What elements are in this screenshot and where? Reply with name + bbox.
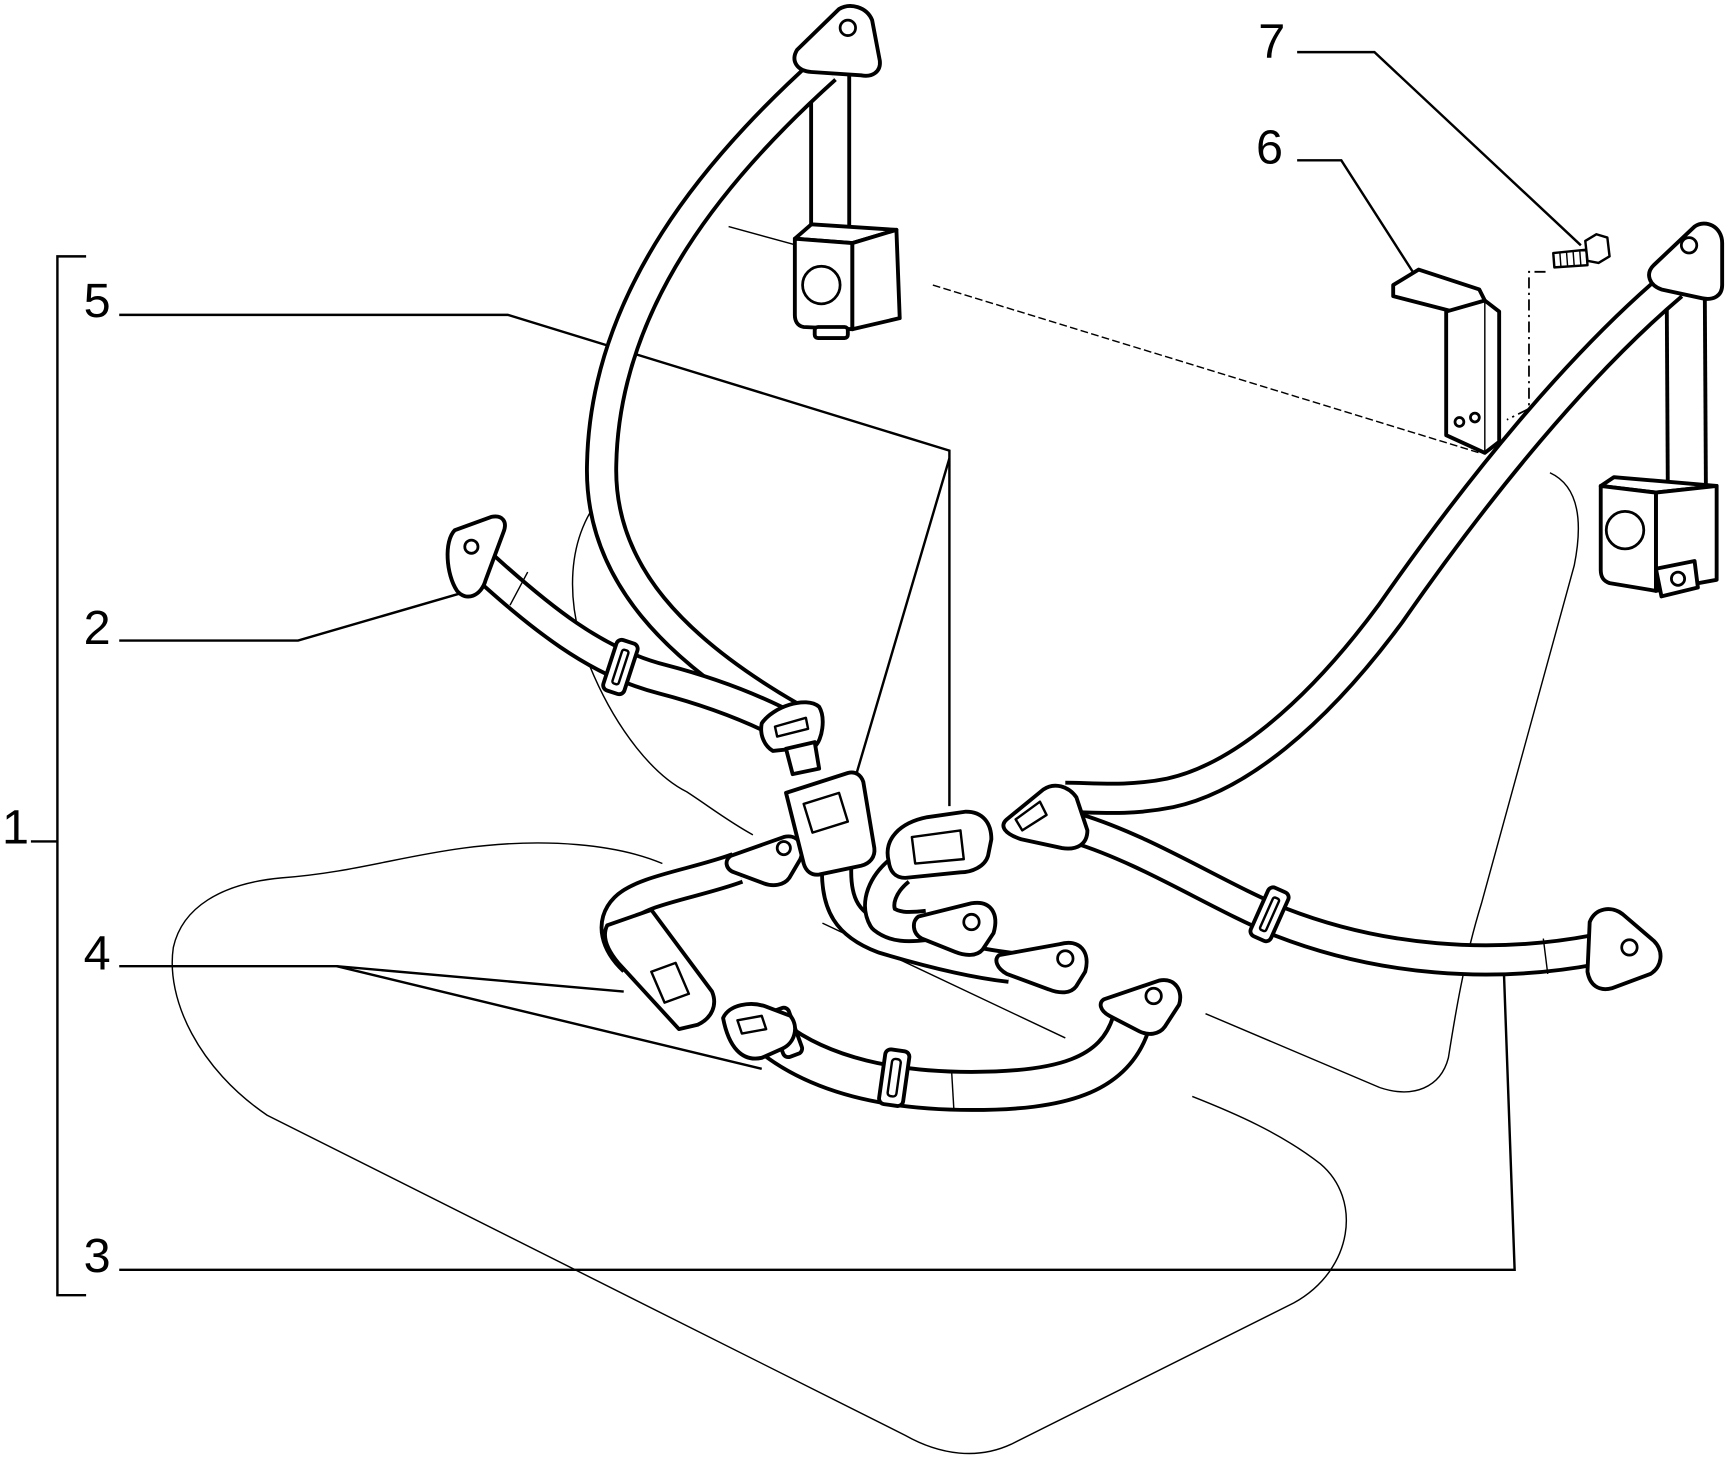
rear-center-lap-belt [721,978,1183,1112]
leader-line-7 [1297,50,1582,247]
left-lower-anchor-hole [463,538,480,555]
center-left-buckle-window [802,791,850,834]
leader-line-2 [119,589,470,642]
right-top-anchor-hole [1679,236,1699,255]
bolt [1506,233,1611,421]
left-shoulder-belt-fill [588,59,835,727]
bolt-thread [1559,250,1582,268]
rear-left-buckle-belt [599,834,804,1032]
rear-right-anchor-hole [1144,986,1163,1006]
rear-left-buckle-window [650,961,691,1004]
bolt-assembly-axis [1506,270,1546,421]
center-anchor-plate-b [994,940,1089,995]
center-left-buckle-strap-fill [823,862,1012,980]
right-lap-belt-fold [1542,938,1549,975]
leader-line-5 [119,313,951,807]
callout-4: 4 [84,927,111,981]
left-retractor [792,222,902,340]
assembly-bracket-1 [56,255,87,1297]
bolt-head [1584,233,1611,265]
leader-lines [30,50,1582,1297]
rear-center-lap-belt-loop-slot [886,1057,902,1098]
right-top-anchor-plate [1647,221,1725,301]
callout-7: 7 [1258,15,1285,69]
leader-line-4-lower [336,965,763,1071]
leader-line-5-branch [855,458,951,774]
seat-cushion-outline [171,842,1348,1455]
left-shoulder-belt-outline [585,56,837,730]
left-retractor-spool [801,264,842,306]
right-tongue-plate [1001,783,1090,851]
left-top-anchor-plate [792,4,882,78]
right-lap-belt-fill [1072,816,1598,973]
right-lower-anchor-hole [1620,938,1639,957]
right-tongue-slot [1014,800,1048,832]
rear-center-lap-strap-fill [762,1015,1148,1109]
leader-line-3 [119,962,1516,1271]
left-retractor-base [812,325,850,340]
bolt-shank [1552,248,1589,269]
backrest-bottom-edge [1205,1013,1381,1089]
callout-3: 3 [84,1229,111,1283]
callout-labels: 7 6 5 2 1 4 3 [2,15,1285,1283]
right-retractor-mount-hole [1670,570,1687,587]
mounting-bracket [1391,267,1502,455]
left-front-seat-belt [445,4,902,777]
rear-center-tongue-slot [736,1014,768,1035]
backrest-top-dashed-edge [932,284,1480,454]
right-tongue [1001,783,1090,851]
left-lap-belt-loop-slot [611,648,630,686]
right-shoulder-belt-fill [1065,275,1681,812]
left-lap-belt-fill [466,548,799,741]
right-retractor [1598,475,1719,599]
center-anchor-hole-b [1056,949,1075,968]
center-right-buckle-window [910,829,965,865]
center-buckle-assembly [784,770,1089,995]
left-lap-belt-fold [509,571,529,606]
right-retractor-spool [1604,509,1646,551]
callout-2: 2 [84,601,111,655]
right-front-seat-belt [1001,221,1725,991]
bracket-hole-left [1453,416,1466,428]
right-lap-belt-loop-slot [1258,896,1281,933]
left-top-anchor-hole [838,18,857,37]
backrest-left-edge [571,492,754,836]
left-tongue-tip [784,740,822,777]
left-tongue [759,700,825,777]
leader-line-4-upper [119,964,624,993]
rear-center-lap-strap-fold [950,1071,955,1109]
left-lower-anchor-plate [445,514,507,599]
backrest-top-edge [728,225,798,247]
leader-line-6 [1297,159,1426,291]
rear-left-anchor-hole [775,840,792,857]
left-retractor-side [850,227,902,332]
bracket-hole-right [1469,411,1481,424]
callout-1: 1 [2,801,29,855]
bracket-vertical-plate [1444,298,1502,455]
center-right-buckle-strap-fill [867,860,929,940]
left-tongue-slot [773,716,810,738]
callout-5: 5 [84,274,111,328]
right-retractor-strap-fill [1668,289,1704,487]
callout-6: 6 [1256,121,1283,175]
center-anchor-hole-a [962,912,981,932]
